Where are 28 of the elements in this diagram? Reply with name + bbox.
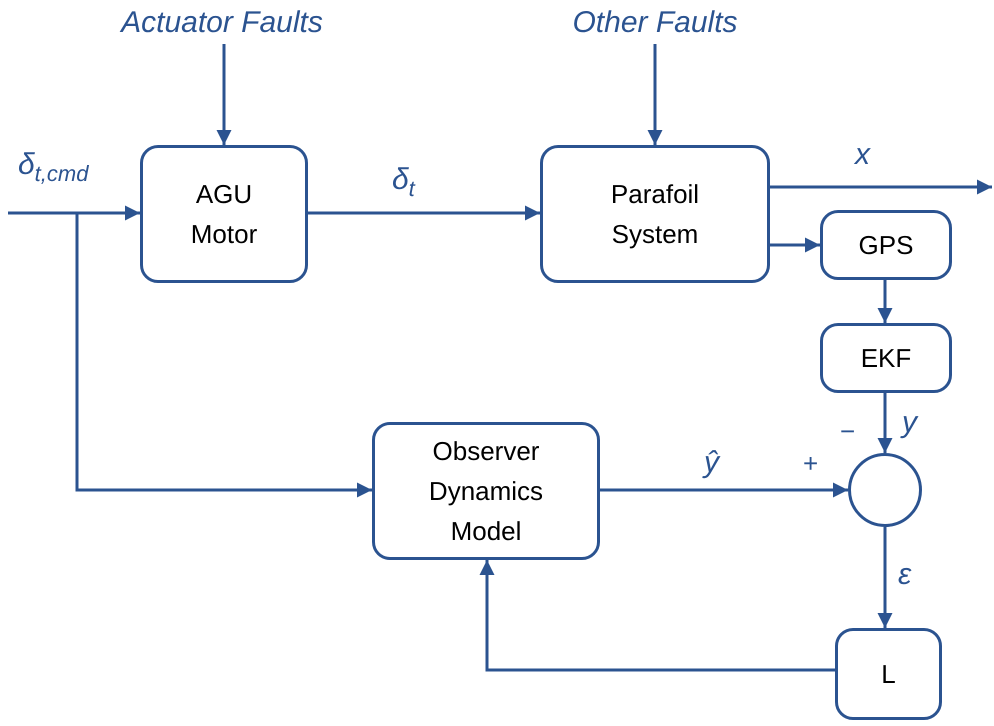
arrow (308, 206, 540, 220)
sign-label: + (803, 450, 818, 476)
arrow (216, 44, 232, 145)
process-box: Observer Dynamics Model (372, 422, 600, 560)
sign-label: − (840, 418, 856, 444)
process-box: L (835, 628, 942, 720)
arrow (76, 213, 372, 498)
arrow (770, 238, 820, 252)
arrow (878, 280, 892, 323)
arrow (770, 180, 992, 194)
fault-input-label: Other Faults (540, 2, 770, 44)
process-box: AGU Motor (140, 145, 308, 283)
arrow (600, 482, 848, 498)
process-box: EKF (820, 323, 952, 393)
edge-label: y (902, 408, 917, 438)
edge-label: ε (898, 560, 912, 590)
arrow (878, 393, 892, 453)
fault-input-label: Actuator Faults (92, 2, 352, 44)
arrow (648, 44, 662, 145)
process-box: Parafoil System (540, 145, 770, 283)
edge-label: δ$_{t}$ (392, 165, 415, 200)
arrow (878, 527, 892, 628)
edge-label: x (855, 140, 870, 170)
arrow (8, 206, 140, 220)
arrow (480, 560, 835, 672)
edge-label: δ$_{t,cmd}$ (18, 150, 88, 185)
edge-label: ŷ (704, 448, 719, 478)
process-box: GPS (820, 210, 952, 280)
